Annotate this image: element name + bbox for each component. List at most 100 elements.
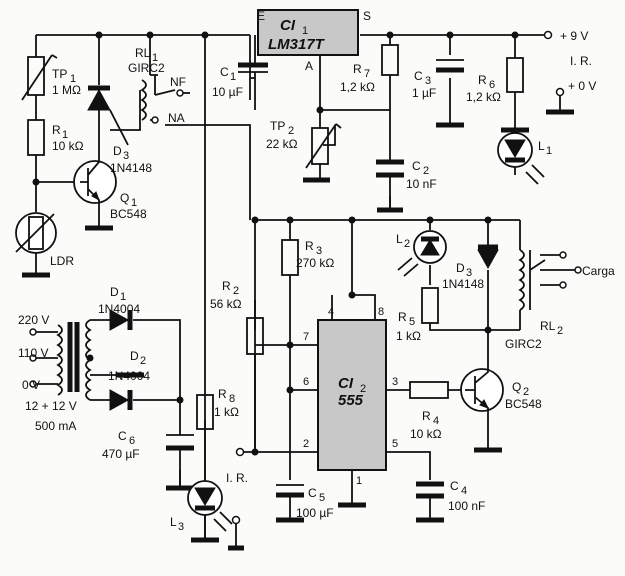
svg-text:C: C — [450, 479, 459, 493]
svg-text:2: 2 — [140, 355, 146, 367]
svg-text:22 kΩ: 22 kΩ — [266, 137, 298, 151]
svg-text:3: 3 — [178, 521, 184, 533]
svg-text:56 kΩ: 56 kΩ — [210, 297, 242, 311]
reg-pin-e: E — [257, 9, 265, 23]
svg-text:RL: RL — [540, 319, 556, 333]
svg-text:3: 3 — [123, 150, 129, 162]
svg-text:8: 8 — [229, 393, 235, 405]
svg-text:1 kΩ: 1 kΩ — [214, 405, 239, 419]
svg-text:GIRC2: GIRC2 — [128, 61, 165, 75]
svg-text:TP: TP — [52, 67, 67, 81]
regulator-lm317t: CI 1 LM317T E S A — [257, 9, 371, 73]
svg-text:1,2 kΩ: 1,2 kΩ — [466, 90, 501, 104]
svg-text:L: L — [396, 232, 403, 246]
svg-text:C: C — [220, 65, 229, 79]
svg-text:2: 2 — [233, 285, 239, 297]
svg-text:1N4004: 1N4004 — [108, 369, 150, 383]
svg-text:CI: CI — [280, 17, 296, 34]
svg-text:1: 1 — [230, 71, 236, 83]
svg-text:2: 2 — [303, 438, 309, 450]
wiring — [35, 34, 575, 540]
svg-text:7: 7 — [364, 68, 370, 80]
ir-label-top: I. R. — [570, 54, 592, 68]
svg-text:C: C — [308, 486, 317, 500]
svg-text:4: 4 — [328, 306, 334, 318]
svg-text:10 kΩ: 10 kΩ — [410, 427, 442, 441]
svg-text:L: L — [538, 139, 545, 153]
svg-text:110 V: 110 V — [18, 346, 48, 360]
ir-label-bottom: I. R. — [226, 471, 248, 485]
svg-text:Carga: Carga — [582, 264, 615, 278]
svg-text:100 µF: 100 µF — [296, 506, 334, 520]
svg-text:R: R — [398, 310, 407, 324]
junction-dots — [32, 31, 519, 456]
svg-text:3: 3 — [466, 267, 472, 279]
svg-text:100 nF: 100 nF — [448, 499, 485, 513]
svg-text:5: 5 — [409, 316, 415, 328]
svg-text:2: 2 — [360, 383, 366, 395]
terminals — [29, 30, 582, 551]
reg-pin-a: A — [305, 59, 313, 73]
svg-text:1 µF: 1 µF — [412, 86, 436, 100]
svg-text:RL: RL — [135, 46, 151, 60]
svg-text:3: 3 — [316, 245, 322, 257]
svg-text:555: 555 — [338, 392, 364, 409]
svg-text:2: 2 — [423, 165, 429, 177]
svg-text:5: 5 — [392, 438, 398, 450]
svg-text:0 V: 0 V — [22, 378, 40, 392]
svg-text:1N4148: 1N4148 — [110, 161, 152, 175]
svg-text:3: 3 — [392, 376, 398, 388]
transistors — [73, 130, 504, 412]
svg-text:1: 1 — [152, 52, 158, 64]
svg-text:1: 1 — [120, 291, 126, 303]
svg-text:5: 5 — [319, 492, 325, 504]
svg-text:L: L — [170, 515, 177, 529]
svg-text:Q: Q — [512, 380, 521, 394]
svg-text:D: D — [130, 349, 139, 363]
diodes-leds — [87, 85, 545, 540]
capacitors — [166, 35, 464, 520]
svg-text:1 MΩ: 1 MΩ — [52, 83, 81, 97]
svg-text:R: R — [222, 279, 231, 293]
svg-text:270 kΩ: 270 kΩ — [296, 256, 334, 270]
svg-text:LDR: LDR — [50, 254, 74, 268]
ldr — [15, 212, 57, 254]
svg-text:R: R — [305, 239, 314, 253]
svg-text:6: 6 — [489, 79, 495, 91]
svg-text:C: C — [412, 159, 421, 173]
svg-text:8: 8 — [378, 306, 384, 318]
svg-text:6: 6 — [129, 435, 135, 447]
svg-text:7: 7 — [303, 331, 309, 343]
svg-text:LM317T: LM317T — [268, 36, 326, 53]
svg-text:1: 1 — [131, 197, 137, 209]
svg-text:4: 4 — [461, 485, 467, 497]
svg-text:2: 2 — [557, 325, 563, 337]
svg-text:R: R — [353, 62, 362, 76]
svg-text:D: D — [113, 144, 122, 158]
svg-text:R: R — [218, 387, 227, 401]
svg-text:1,2 kΩ: 1,2 kΩ — [340, 80, 375, 94]
svg-text:2: 2 — [523, 386, 529, 398]
svg-text:R: R — [478, 73, 487, 87]
relays — [140, 74, 546, 311]
svg-text:BC548: BC548 — [505, 397, 542, 411]
vplus-label: + 9 V — [560, 29, 588, 43]
svg-text:470 µF: 470 µF — [102, 447, 140, 461]
svg-text:CI: CI — [338, 375, 354, 392]
svg-text:6: 6 — [303, 376, 309, 388]
svg-text:220 V: 220 V — [18, 313, 49, 327]
svg-text:1: 1 — [62, 129, 68, 141]
svg-text:10 nF: 10 nF — [406, 177, 437, 191]
svg-text:1: 1 — [70, 73, 76, 85]
power-labels: + 9 V + 0 V I. R. I. R. — [226, 29, 596, 485]
svg-text:500 mA: 500 mA — [35, 419, 76, 433]
svg-text:3: 3 — [425, 75, 431, 87]
svg-text:1: 1 — [302, 25, 308, 37]
svg-text:C: C — [118, 429, 127, 443]
svg-text:R: R — [52, 123, 61, 137]
svg-text:1: 1 — [356, 475, 362, 487]
timer-555: CI 2 555 4 8 7 6 3 2 5 1 — [303, 306, 398, 487]
svg-text:R: R — [422, 409, 431, 423]
